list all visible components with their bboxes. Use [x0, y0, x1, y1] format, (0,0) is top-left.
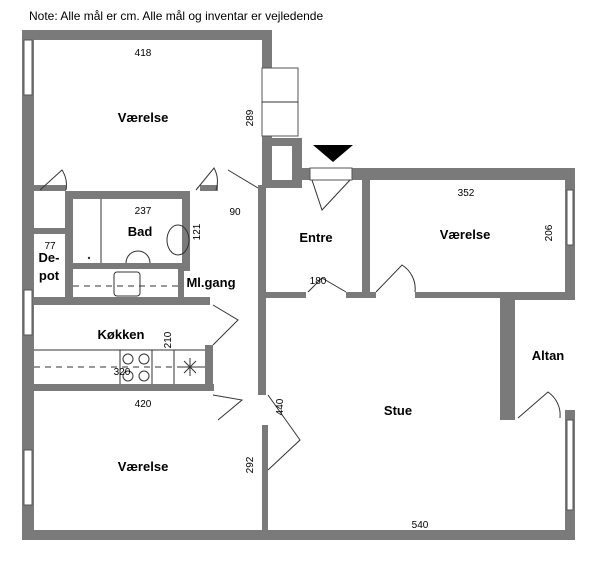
dimension-label: 420 — [135, 399, 152, 410]
dimension-label: 77 — [44, 241, 56, 252]
room-depot-1: De- — [39, 250, 60, 265]
room-vaerelse-top: Værelse — [118, 110, 169, 125]
doors — [39, 145, 561, 471]
dimension-label: 121 — [192, 223, 203, 240]
dimension-label: 352 — [458, 188, 475, 199]
dimension-labels: 418 289 237 121 90 77 210 320 420 292 18… — [44, 48, 555, 531]
bath-sink-icon — [125, 250, 151, 264]
room-stue: Stue — [384, 403, 412, 418]
dimension-label: 180 — [310, 276, 327, 287]
room-labels: Værelse Bad De- pot Ml.gang Køkken Værel… — [39, 110, 565, 474]
room-koekken: Køkken — [98, 327, 145, 342]
walls — [22, 30, 575, 540]
room-vaerelse-bottom: Værelse — [118, 459, 169, 474]
stove-icon — [122, 353, 150, 382]
room-bad: Bad — [128, 224, 153, 239]
dimension-label: 206 — [544, 224, 555, 241]
room-ml-gang: Ml.gang — [186, 275, 235, 290]
dimension-label: 540 — [412, 520, 429, 531]
entrance-arrow-icon — [313, 145, 353, 162]
room-vaerelse-right: Værelse — [440, 227, 491, 242]
dimension-label: 320 — [114, 367, 131, 378]
dimension-label: 210 — [163, 331, 174, 348]
dimension-label: 292 — [245, 456, 256, 473]
dimension-label: 440 — [275, 398, 286, 415]
kitchen-sink-icon — [113, 271, 141, 297]
plan-note: Note: Alle mål er cm. Alle mål og invent… — [29, 9, 324, 23]
fan-icon — [181, 358, 199, 376]
room-depot-2: pot — [39, 268, 60, 283]
fixtures — [34, 199, 205, 384]
dimension-label: 418 — [135, 48, 152, 59]
room-entre: Entre — [299, 230, 332, 245]
toilet-icon — [166, 224, 190, 256]
dimension-label: 289 — [245, 109, 256, 126]
windows — [23, 39, 574, 511]
dimension-label: 90 — [229, 207, 241, 218]
dimension-label: 237 — [135, 206, 152, 217]
room-altan: Altan — [532, 348, 565, 363]
